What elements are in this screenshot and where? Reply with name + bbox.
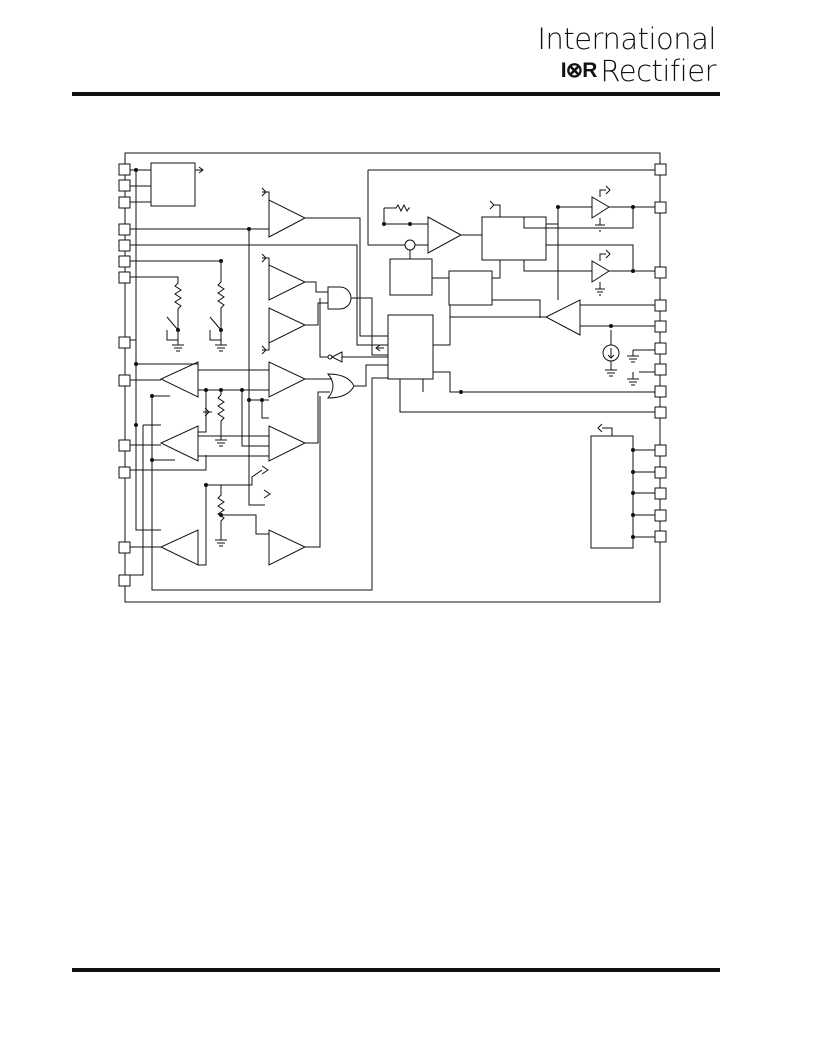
left-pin-1 (118, 163, 131, 176)
right-pin-13 (654, 509, 667, 522)
right-pin-5 (654, 320, 667, 333)
comparator-7 (427, 216, 463, 254)
comparator-5 (268, 425, 307, 462)
right-pin-8 (654, 385, 667, 398)
driver-low (591, 260, 610, 283)
left-pin-8 (118, 336, 131, 349)
logic-block (387, 314, 434, 380)
comparator-1 (268, 199, 307, 238)
oscillator-block (389, 258, 433, 296)
right-pin-11 (654, 466, 667, 479)
timer-block (448, 270, 493, 306)
left-pin-2 (118, 179, 131, 192)
opamp-2 (159, 425, 199, 462)
and-gate (327, 286, 352, 310)
ior-logo: I⊗R (560, 59, 598, 82)
right-pin-6 (654, 342, 667, 355)
brand-name-rectifier: Rectifier (600, 54, 716, 88)
left-pin-12 (118, 541, 131, 554)
right-pin-1 (654, 163, 667, 176)
right-pin-9 (654, 406, 667, 419)
comparator-4 (268, 361, 307, 398)
left-pin-3 (118, 196, 131, 209)
right-pin-12 (654, 487, 667, 500)
left-pin-9 (118, 374, 131, 387)
header-rule (72, 92, 720, 96)
brand-header: International I⊗R Rectifier (537, 22, 716, 86)
right-pin-7 (654, 363, 667, 376)
inverter (330, 351, 343, 363)
output-block (590, 435, 634, 549)
right-pin-4 (654, 299, 667, 312)
current-source-small (404, 239, 416, 251)
or-gate (326, 373, 355, 399)
opamp-1 (159, 361, 199, 398)
left-pin-6 (118, 255, 131, 268)
left-pin-13 (118, 574, 131, 587)
footer-rule (72, 968, 720, 972)
left-pin-5 (118, 239, 131, 252)
left-pin-10 (118, 439, 131, 452)
brand-line-two: I⊗R Rectifier (537, 54, 717, 88)
right-pin-3 (654, 266, 667, 279)
comparator-3 (268, 307, 307, 344)
driver-high (591, 196, 610, 219)
opamp-3 (159, 529, 199, 566)
error-amp (544, 299, 581, 336)
right-pin-10 (654, 444, 667, 457)
latch-block (481, 216, 547, 261)
comparator-2 (268, 264, 307, 301)
brand-name-international: International (537, 22, 716, 56)
right-pin-14 (654, 530, 667, 543)
right-pin-2 (654, 201, 667, 214)
regulator-block (150, 162, 196, 207)
left-pin-7 (118, 271, 131, 284)
left-pin-4 (118, 223, 131, 236)
comparator-6 (268, 529, 307, 566)
left-pin-11 (118, 466, 131, 479)
